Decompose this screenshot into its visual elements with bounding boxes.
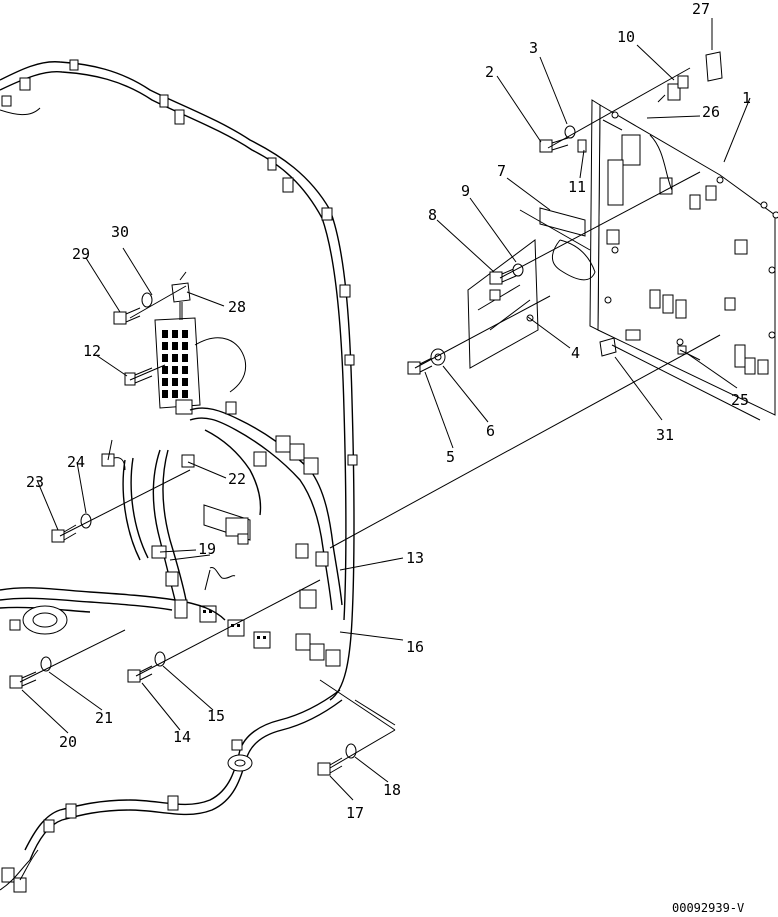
drawing-code: 00092939-V <box>672 901 744 915</box>
connector-10 <box>657 75 689 103</box>
washer-30 <box>141 292 153 308</box>
callout-16: 16 <box>406 638 424 656</box>
callout-2: 2 <box>485 63 494 81</box>
callout-22: 22 <box>228 470 246 488</box>
callout-28: 28 <box>228 298 246 316</box>
callout-8: 8 <box>428 206 437 224</box>
callout-9: 9 <box>461 182 470 200</box>
middle-harness <box>101 401 343 667</box>
callout-3: 3 <box>529 39 538 57</box>
callout-25: 25 <box>731 391 749 409</box>
upper-harness-loop <box>0 59 358 701</box>
relay-31 <box>599 337 617 357</box>
bracket-4 <box>467 239 539 369</box>
leader-lines <box>21 18 751 801</box>
mounting-plate <box>589 99 778 416</box>
bolt-29 <box>113 307 141 325</box>
callout-6: 6 <box>486 422 495 440</box>
callout-12: 12 <box>83 342 101 360</box>
callout-30: 30 <box>111 223 129 241</box>
clamp-28 <box>171 271 191 320</box>
callout-10: 10 <box>617 28 635 46</box>
callout-31: 31 <box>656 426 674 444</box>
relay-27 <box>705 51 723 82</box>
callout-14: 14 <box>173 728 191 746</box>
bottom-harness <box>0 689 343 893</box>
callout-11: 11 <box>568 178 586 196</box>
bracket-7 <box>539 207 596 281</box>
callout-27: 27 <box>692 0 710 18</box>
assembly-lines <box>19 67 761 769</box>
fuse-box-12 <box>154 317 247 415</box>
bolt-12 <box>124 367 153 386</box>
callout-24: 24 <box>67 453 85 471</box>
callout-26: 26 <box>702 103 720 121</box>
callout-29: 29 <box>72 245 90 263</box>
callout-labels: 1 2 3 4 5 6 7 8 9 10 11 12 13 14 15 16 1… <box>26 0 751 822</box>
callout-15: 15 <box>207 707 225 725</box>
callout-21: 21 <box>95 709 113 727</box>
callout-17: 17 <box>346 804 364 822</box>
callout-23: 23 <box>26 473 44 491</box>
callout-18: 18 <box>383 781 401 799</box>
callout-20: 20 <box>59 733 77 751</box>
callout-4: 4 <box>571 344 580 362</box>
left-lower-harness <box>0 587 226 635</box>
callout-1: 1 <box>742 89 751 107</box>
callout-19: 19 <box>198 540 216 558</box>
callout-13: 13 <box>406 549 424 567</box>
callout-5: 5 <box>446 448 455 466</box>
callout-7: 7 <box>497 162 506 180</box>
